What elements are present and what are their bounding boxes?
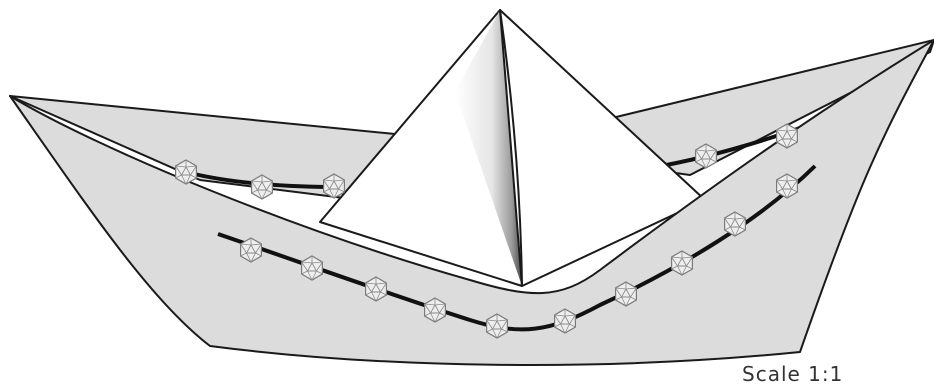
bead-icon [725, 212, 746, 236]
bead-icon [176, 160, 197, 184]
scale-label: Scale 1:1 [742, 362, 843, 386]
bead-icon [324, 174, 345, 198]
bead-icon [696, 144, 717, 168]
bead-icon [487, 314, 508, 338]
bead-icon [777, 124, 798, 148]
bead-icon [672, 251, 693, 275]
bead-icon [302, 256, 323, 280]
bead-icon [241, 238, 262, 262]
bead-icon [252, 175, 273, 199]
bead-icon [425, 298, 446, 322]
bead-icon [777, 174, 798, 198]
bead-icon [555, 309, 576, 333]
bead-icon [616, 282, 637, 306]
bead-icon [366, 277, 387, 301]
